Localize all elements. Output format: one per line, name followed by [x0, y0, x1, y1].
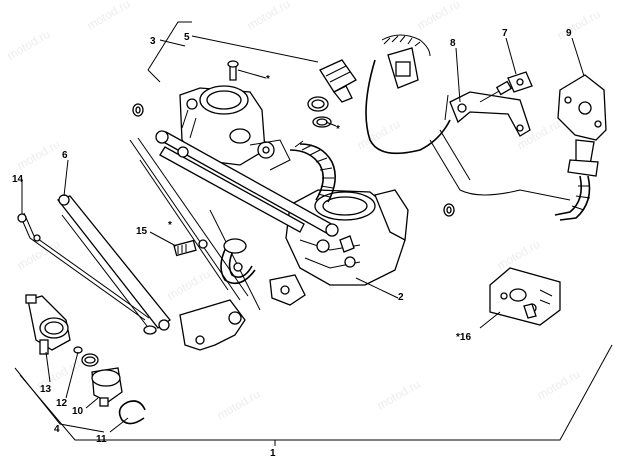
small-screw	[227, 60, 239, 81]
watermark: motod.ru	[85, 0, 133, 33]
watermark: motod.ru	[535, 367, 583, 403]
callout-labels: 1 2 3 4 5 6 7 8 9 10 11 12 13 14 15 *16 …	[12, 28, 572, 459]
part-6-linkage-plate	[56, 194, 171, 331]
asterisk-mark: *	[168, 220, 172, 231]
watermark: motod.ru	[555, 7, 603, 43]
part-7-sensor	[479, 71, 533, 103]
throttle-body-lower	[269, 189, 409, 306]
fuel-rail	[155, 130, 339, 237]
part-5-injector	[307, 59, 357, 128]
callout-12: 12	[56, 398, 68, 409]
assembly-bracket-4	[14, 367, 105, 433]
callout-13: 13	[40, 384, 52, 395]
callout-7: 7	[502, 28, 508, 39]
watermark: motod.ru	[215, 387, 263, 423]
part-10-elbow	[91, 367, 123, 407]
callout-2: 2	[398, 292, 404, 303]
watermark: motod.ru	[15, 137, 63, 173]
corrugated-hose	[289, 140, 336, 203]
watermark: motod.ru	[245, 0, 293, 33]
part-11-circlip	[118, 400, 146, 425]
watermark: motod.ru	[5, 27, 53, 63]
callout-16: *16	[456, 332, 471, 343]
watermark: motod.ru	[15, 237, 63, 273]
watermark: motod.ru	[415, 0, 463, 33]
callout-4: 4	[54, 424, 60, 435]
part-8-bracket	[444, 91, 531, 137]
leader-lines	[21, 35, 585, 433]
assembly-bracket-3	[147, 21, 192, 83]
callout-9: 9	[566, 28, 572, 39]
part-15-screw	[173, 239, 208, 257]
watermark: motod.ru	[375, 377, 423, 413]
watermark: motod.ru	[165, 267, 213, 303]
callout-6: 6	[62, 150, 68, 161]
callout-15: 15	[136, 226, 148, 237]
callout-1: 1	[270, 448, 276, 459]
asterisk-mark: *	[266, 74, 270, 85]
part-9-tps-sensor	[554, 74, 607, 221]
callout-10: 10	[72, 406, 84, 417]
wiring-harness	[365, 34, 571, 217]
callout-14: 14	[12, 174, 24, 185]
part-16-kit	[489, 267, 561, 326]
idle-pipe	[220, 238, 256, 285]
assembly-bracket-1	[19, 344, 613, 446]
lower-bracket-assembly	[179, 209, 261, 351]
asterisk-mark: *	[336, 124, 340, 135]
callout-8: 8	[450, 38, 456, 49]
callout-5: 5	[184, 32, 190, 43]
watermark: motod.ru	[495, 237, 543, 273]
callout-11: 11	[96, 434, 107, 445]
callout-3: 3	[150, 36, 156, 47]
watermark: motod.ru	[355, 117, 403, 153]
o-ring-left	[132, 103, 144, 117]
part-13-fitting	[25, 294, 71, 355]
throttle-body-upper	[179, 85, 291, 171]
